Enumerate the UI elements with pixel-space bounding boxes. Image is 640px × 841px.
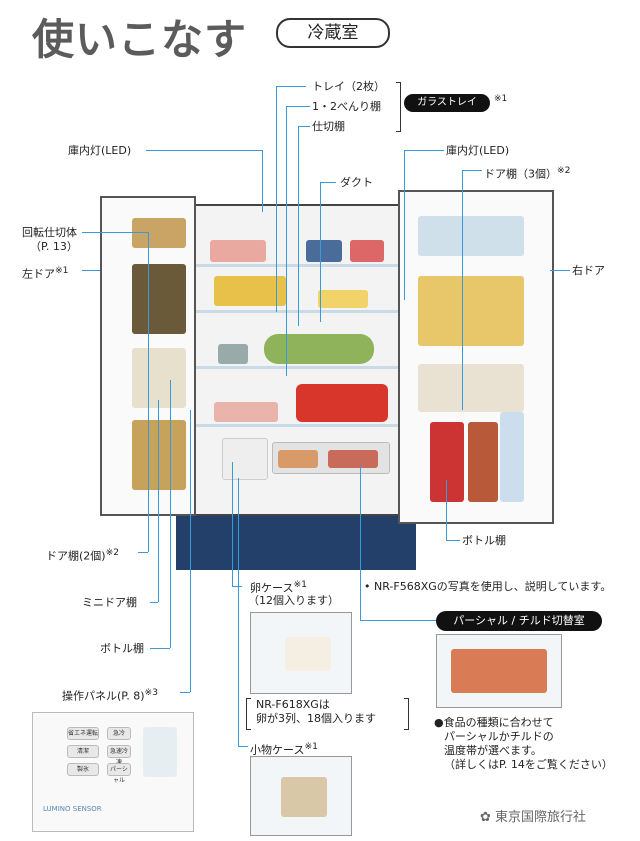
shelf-3 xyxy=(194,366,398,369)
shelf-1 xyxy=(194,264,398,267)
jar-item xyxy=(218,344,248,364)
label-egg-count: （12個入ります） xyxy=(248,594,339,607)
glass-tray-badge: ガラストレイ xyxy=(404,94,490,112)
pocket-items xyxy=(132,348,186,408)
label-divider: 仕切棚 xyxy=(312,120,345,133)
shelf-4 xyxy=(194,424,398,427)
door-pocket-middle xyxy=(418,276,524,346)
panel-button: 製氷 xyxy=(67,763,99,776)
bracket xyxy=(246,698,251,730)
panel-button: 急冷 xyxy=(107,727,131,740)
meat-item xyxy=(278,450,318,468)
label-shelf12: 1・2べんり棚 xyxy=(312,100,381,113)
label-control-panel: 操作パネル(P. 8)※3 xyxy=(62,687,158,703)
page-title: 使いこなす xyxy=(32,15,248,64)
partial-chilled-photo xyxy=(436,634,562,708)
wine-bottles xyxy=(132,420,186,490)
milk-carton xyxy=(430,422,464,502)
label-led-right: 庫内灯(LED) xyxy=(446,144,510,157)
label-door-pocket2: ドア棚(2個)※2 xyxy=(46,547,120,563)
label-bottle-shelf-right: ボトル棚 xyxy=(462,534,506,547)
label-rotating: 回転仕切体 xyxy=(22,226,77,239)
fruit-tray xyxy=(214,276,286,306)
food-container xyxy=(350,240,384,262)
label-right-door: 右ドア xyxy=(572,264,605,277)
cake-item xyxy=(210,240,266,262)
shelf-2 xyxy=(194,310,398,313)
egg-model-line2: 卵が3列、18個入ります xyxy=(256,712,376,725)
door-pocket-top xyxy=(418,216,524,256)
watermark: ✿ 東京国際旅行社 xyxy=(480,810,587,825)
partial-desc-3: 温度帯が選べます。 xyxy=(444,744,542,757)
glass-tray-note: ※1 xyxy=(494,94,508,104)
small-case-photo xyxy=(250,756,352,836)
dessert-plate xyxy=(214,402,278,422)
small-items xyxy=(281,777,327,817)
door-pocket-lower xyxy=(418,364,524,412)
wechat-icon: ✿ xyxy=(480,810,496,825)
panel-indicators xyxy=(143,727,177,777)
label-rotating-page: （P. 13） xyxy=(30,240,78,253)
water-bottle xyxy=(500,412,524,502)
partial-desc-2: パーシャルかチルドの xyxy=(444,730,554,743)
egg-case-item xyxy=(222,438,268,480)
eggs xyxy=(285,637,331,671)
panel-button: パーシャル xyxy=(107,763,131,784)
panel-button: 清潔 xyxy=(67,745,99,758)
label-small-case: 小物ケース※1 xyxy=(250,741,318,757)
partial-chilled-badge: パーシャル / チルド切替室 xyxy=(436,611,602,631)
model-note: • NR-F568XGの写真を使用し、説明しています。 xyxy=(364,580,612,593)
label-door-pocket3: ドア棚（3個）※2 xyxy=(484,165,571,181)
meat-item xyxy=(328,450,378,468)
label-tray: トレイ（2枚） xyxy=(312,80,385,93)
salad-plate xyxy=(264,334,374,364)
sensor-label: LUMINO SENSOR xyxy=(43,805,102,813)
partial-desc-1: ●食品の種類に合わせて xyxy=(434,716,554,729)
label-mini-door: ミニドア棚 xyxy=(82,596,137,609)
label-egg-case: 卵ケース※1 xyxy=(250,579,307,595)
meat-tray xyxy=(451,649,547,693)
freezer-drawer xyxy=(176,512,416,570)
red-pot xyxy=(296,384,388,422)
panel-button: 省エネ運転 xyxy=(67,727,99,740)
bracket xyxy=(404,698,409,730)
label-bottle-shelf-left: ボトル棚 xyxy=(100,642,144,655)
label-duct: ダクト xyxy=(340,176,373,189)
label-left-door: 左ドア※1 xyxy=(22,265,69,281)
control-panel-image: 省エネ運転 急冷 清潔 急速冷凍 製氷 パーシャル LUMINO SENSOR xyxy=(32,712,194,832)
partial-desc-4: （詳しくはP. 14をご覧ください） xyxy=(444,758,613,771)
cheese-tray xyxy=(318,290,368,308)
bracket xyxy=(396,82,401,132)
egg-case-photo xyxy=(250,612,352,694)
fridge-cabinet xyxy=(186,204,408,516)
right-door xyxy=(398,190,554,524)
panel-button: 急速冷凍 xyxy=(107,745,131,766)
juice-carton xyxy=(468,422,498,502)
rotating-pocket xyxy=(132,218,186,248)
egg-model-line1: NR-F618XGは xyxy=(256,698,330,711)
food-container xyxy=(306,240,342,262)
section-badge: 冷蔵室 xyxy=(276,18,390,48)
bottles xyxy=(132,264,186,334)
label-led-left: 庫内灯(LED) xyxy=(68,144,132,157)
